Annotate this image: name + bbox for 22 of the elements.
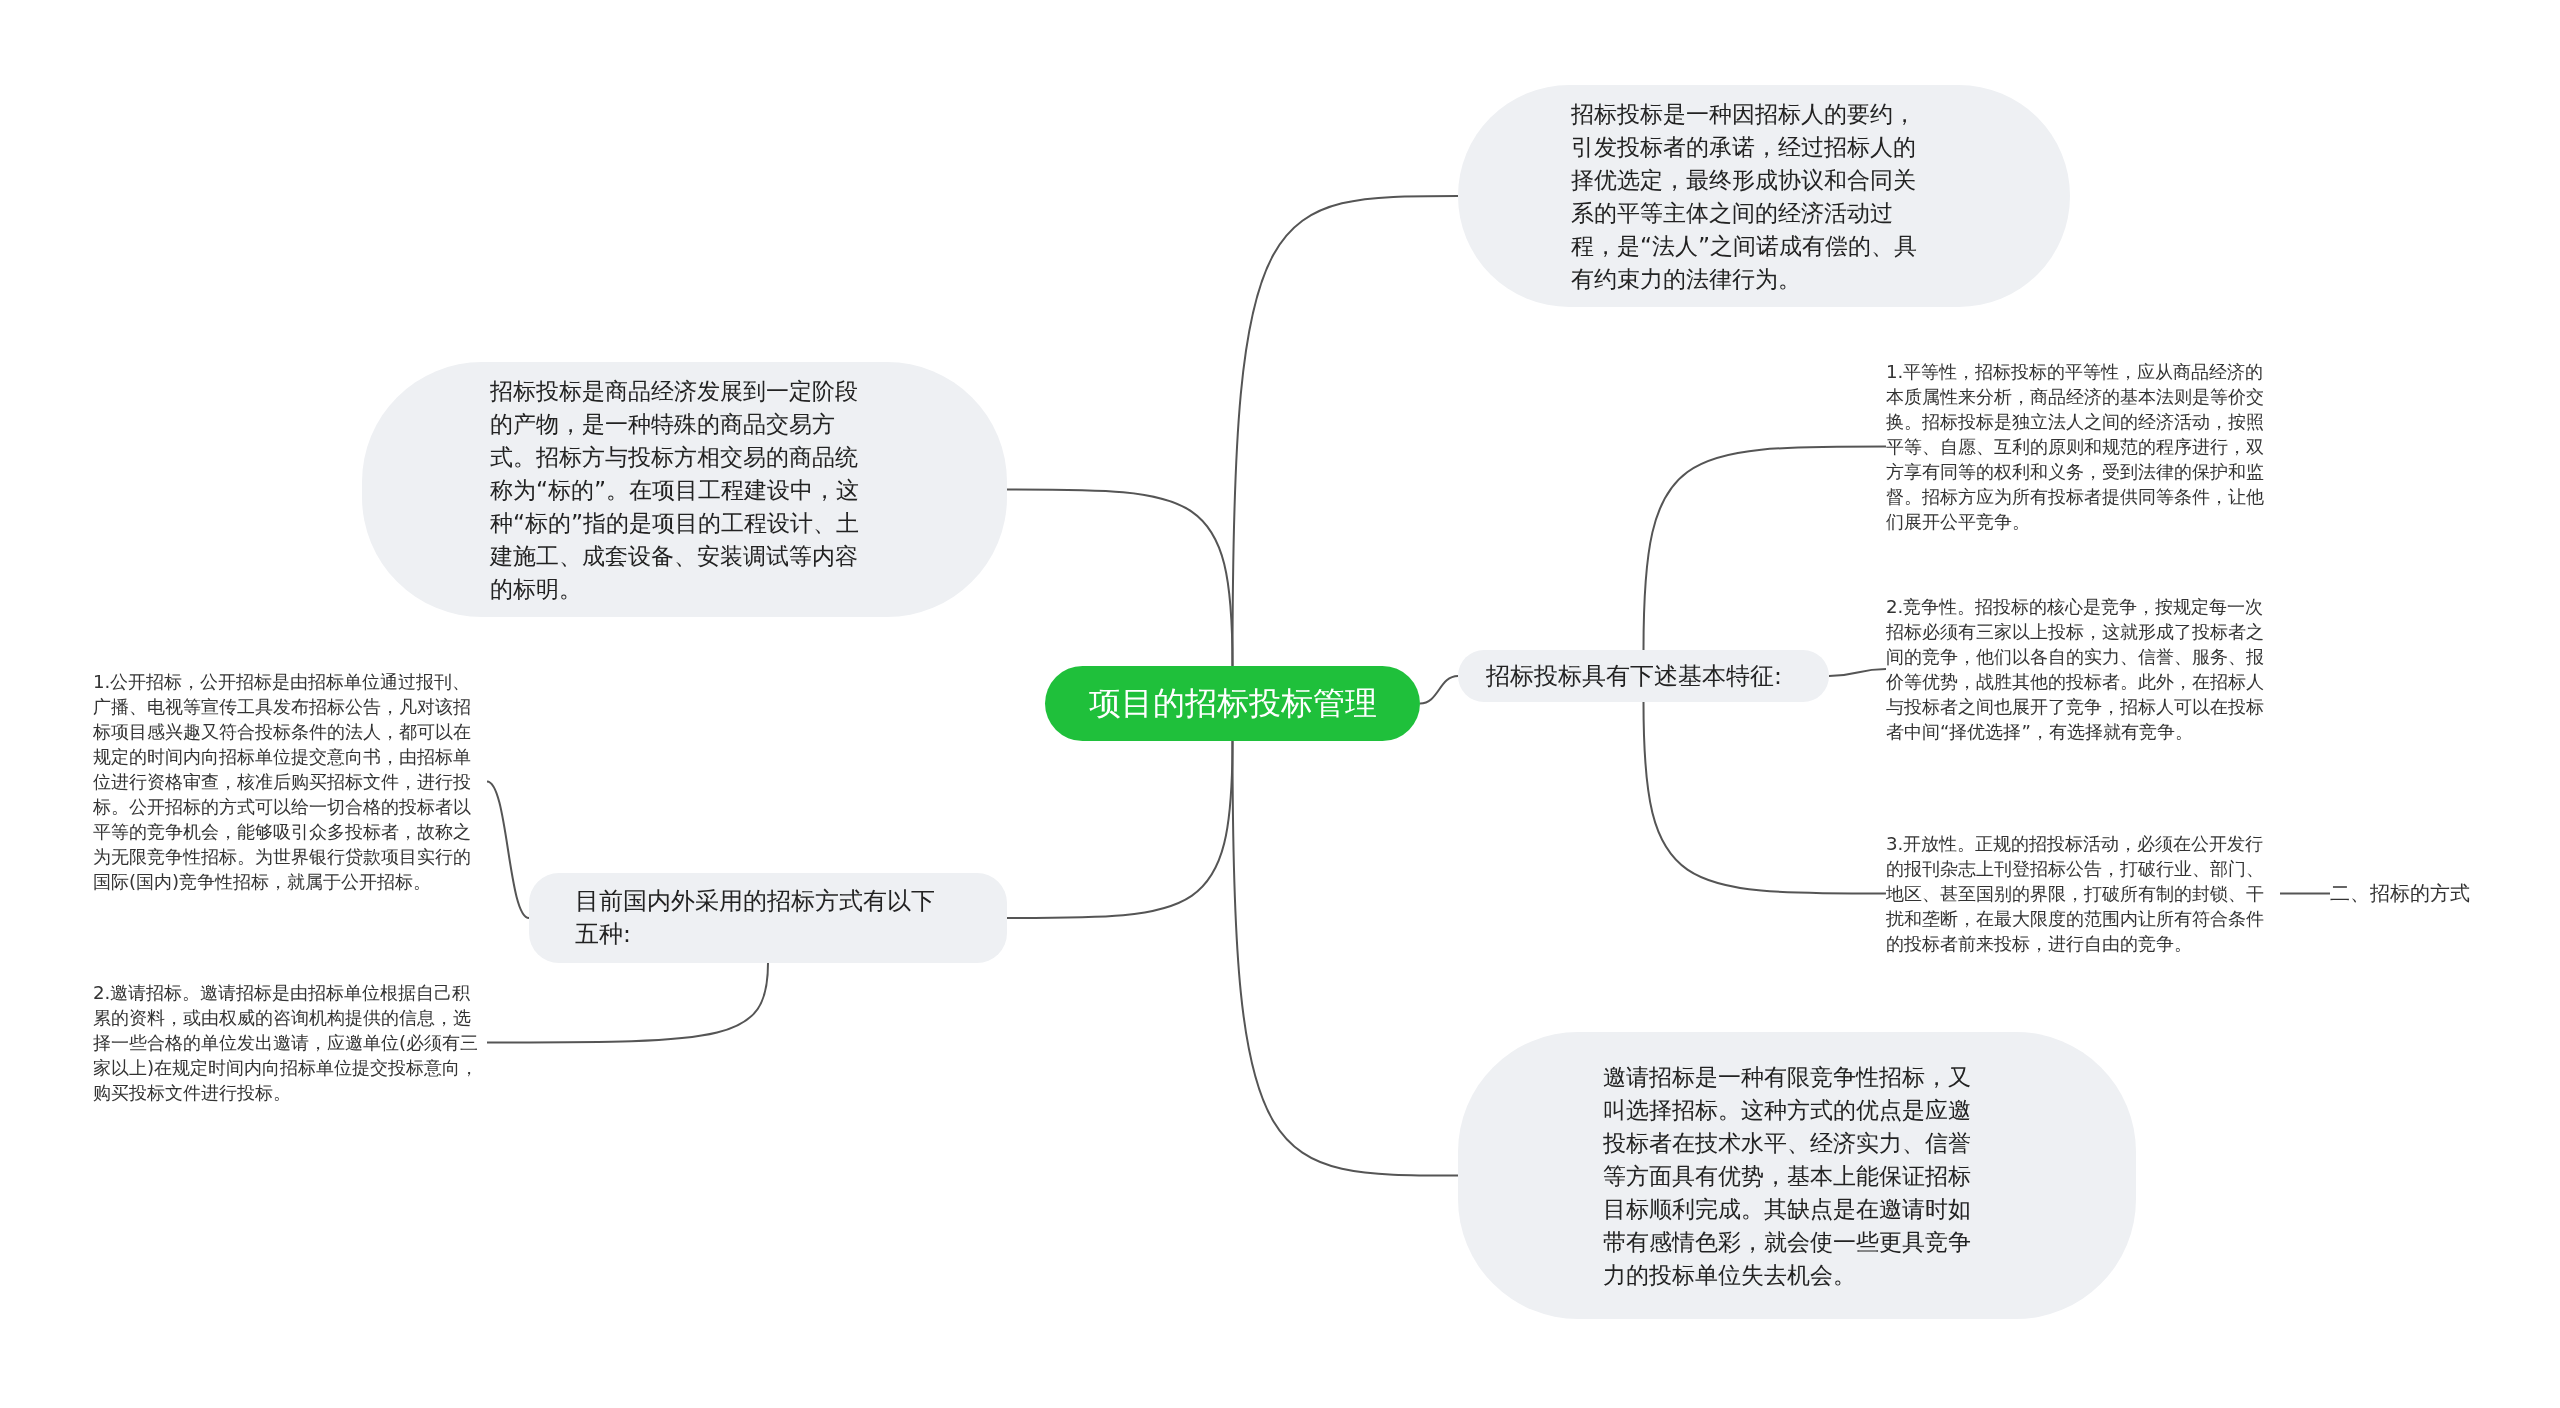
connector-line — [486, 780, 530, 919]
connector-line — [2279, 892, 2331, 895]
connector-line — [1006, 488, 1234, 667]
connector-line — [486, 962, 769, 1044]
topic-bubble: 招标投标是商品经济发展到一定阶段的产物，是一种特殊的商品交易方式。招标方与投标方相交易的商品统称为“标的”。在项目工程建设中，这种“标的”指的是项目的工程设计、土建施工、成套设备、安装调试等内容的标明。 — [362, 362, 1007, 617]
connector-line — [1828, 668, 1887, 677]
topic-bubble: 招标投标是一种因招标人的要约，引发投标者的承诺，经过招标人的择优选定，最终形成协议和合同关系的平等主体之间的经济活动过程，是“法人”之间诺成有偿的、具有约束力的法律行为。 — [1458, 85, 2070, 307]
note-text: 2.竞争性。招投标的核心是竞争，按规定每一次招标必须有三家以上投标，这就形成了投标者之间的竞争，他们以各自的实力、信誉、服务、报价等优势，战胜其他的投标者。此外，在招标人与投标者之间也展开了竞争，招标人可以在投标者中间“择优选择”，有选择就有竞争。 — [1886, 594, 2280, 744]
connector-line — [1642, 445, 1887, 651]
topic-bubble: 邀请招标是一种有限竞争性招标，又叫选择招标。这种方式的优点是应邀投标者在技术水平、经济实力、信誉等方面具有优势，基本上能保证招标目标顺利完成。其缺点是在邀请时如带有感情色彩，就会使一些更具竞争力的投标单位失去机会。 — [1458, 1032, 2136, 1319]
connector-line — [1231, 740, 1459, 1177]
connector-line — [1642, 701, 1887, 895]
topic-bubble: 目前国内外采用的招标方式有以下五种: — [529, 873, 1007, 963]
topic-bubble: 招标投标具有下述基本特征: — [1458, 650, 1829, 702]
topic-text: 二、招标的方式 — [2330, 880, 2470, 907]
note-text: 1.公开招标，公开招标是由招标单位通过报刊、广播、电视等宣传工具发布招标公告，凡对该招标项目感兴趣又符合投标条件的法人，都可以在规定的时间内向招标单位提交意向书，由招标单位进行资格审查，核准后购买招标文件，进行投标。公开招标的方式可以给一切合格的投标者以平等的竞争机会，能够吸引众多投标者，故称之为无限竞争性招标。为世界银行贷款项目实行的国际(国内)竞争性招标，就属于公开招标。 — [93, 669, 487, 894]
note-text: 2.邀请招标。邀请招标是由招标单位根据自己积累的资料，或由权威的咨询机构提供的信息，选择一些合格的单位发出邀请，应邀单位(必须有三家以上)在规定时间内向招标单位提交投标意向，购买投标文件进行投标。 — [93, 980, 487, 1105]
note-text: 1.平等性，招标投标的平等性，应从商品经济的本质属性来分析，商品经济的基本法则是等价交换。招标投标是独立法人之间的经济活动，按照平等、自愿、互利的原则和规范的程序进行，双方享有同等的权利和义务，受到法律的保护和监督。招标方应为所有投标者提供同等条件，让他们展开公平竞争。 — [1886, 359, 2280, 534]
note-text: 3.开放性。正规的招投标活动，必须在公开发行的报刊杂志上刊登招标公告，打破行业、部门、地区、甚至国别的界限，打破所有制的封锁、干扰和垄断，在最大限度的范围内让所有符合条件的投标者前来投标，进行自由的竞争。 — [1886, 831, 2280, 956]
connector-line — [1006, 740, 1234, 919]
connector-line — [1419, 675, 1459, 705]
central-topic: 项目的招标投标管理 — [1045, 666, 1420, 741]
